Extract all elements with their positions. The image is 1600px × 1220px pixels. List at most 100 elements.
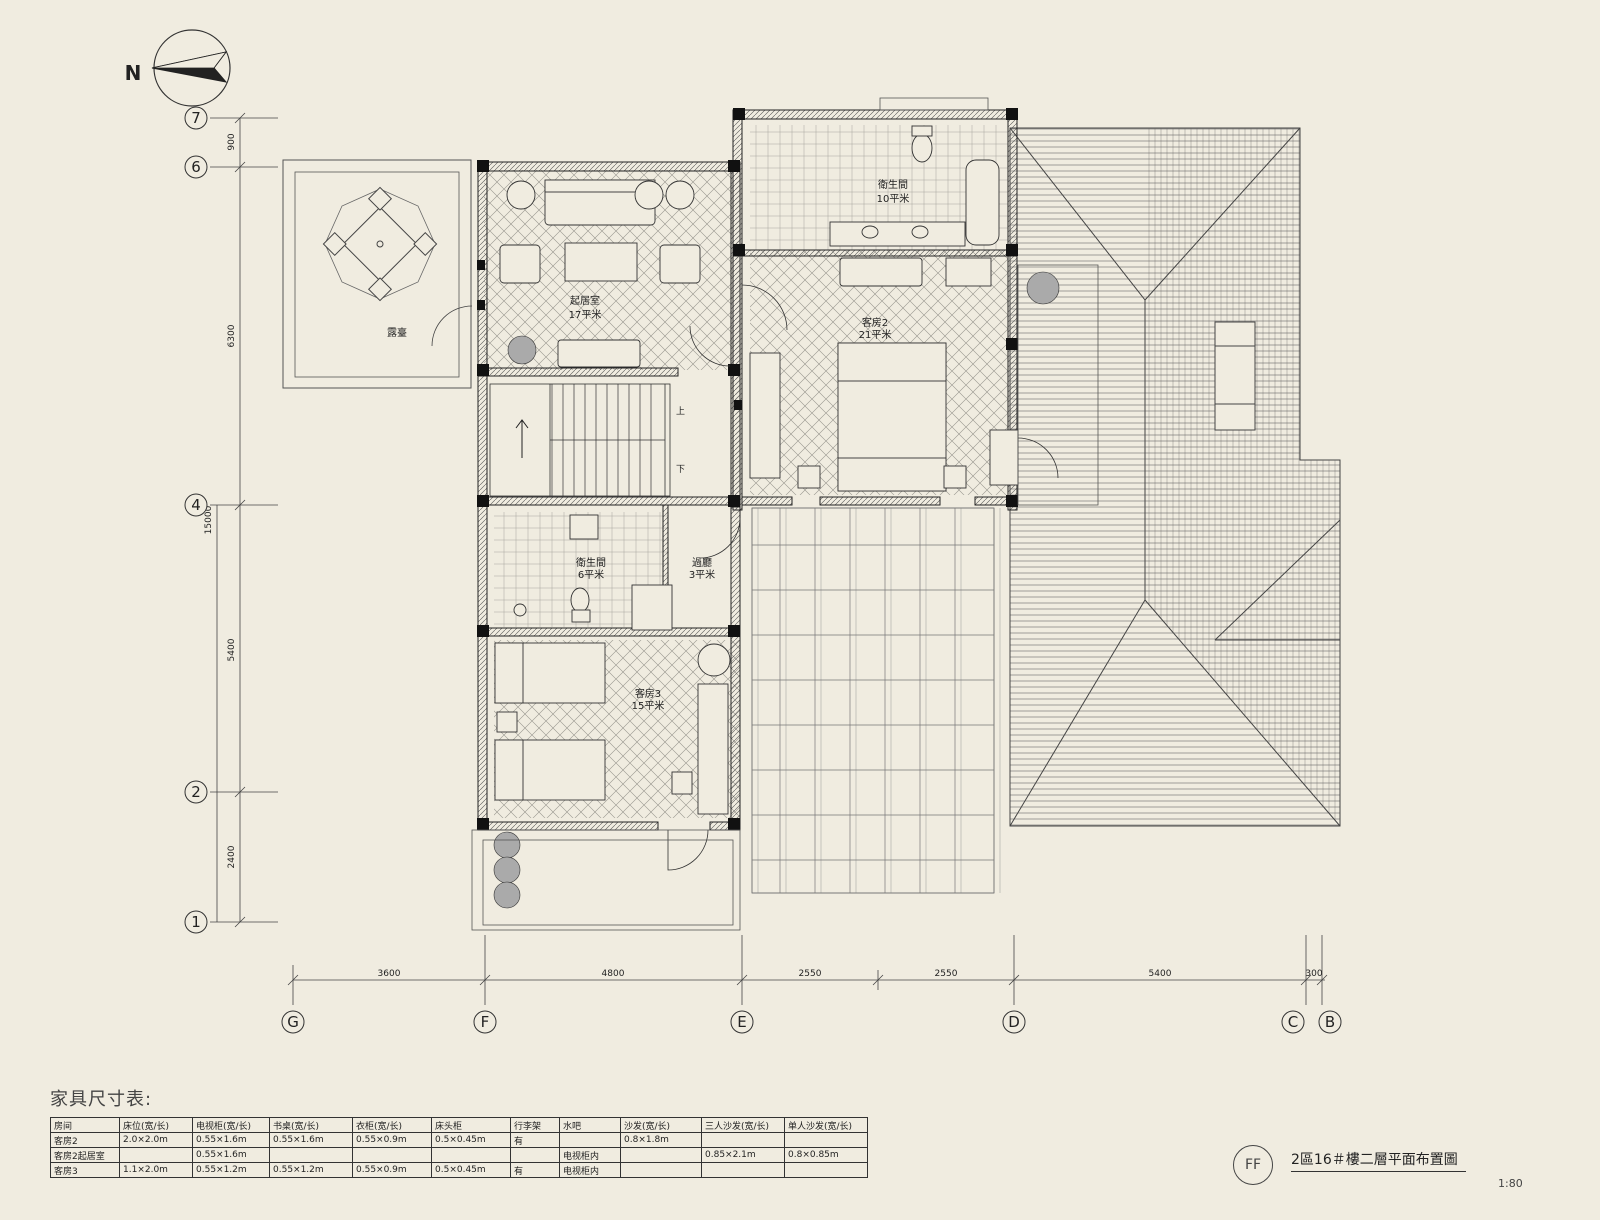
north-label: N bbox=[125, 61, 142, 85]
header-cell: 三人沙发(宽/长) bbox=[701, 1117, 785, 1133]
table-header-row: 房间 床位(宽/长) 电视柜(宽/长) 书桌(宽/长) 衣柜(宽/长) 床头柜 … bbox=[50, 1117, 868, 1133]
bath-small-name: 衛生間 bbox=[576, 556, 606, 569]
stair-up-label: 上 bbox=[676, 406, 685, 417]
table-cell bbox=[431, 1147, 511, 1163]
drawing-title: 2區16＃樓二層平面布置圖 bbox=[1291, 1149, 1466, 1172]
dim-left-15000: 15000 bbox=[204, 505, 214, 534]
table-cell: 0.55×1.2m bbox=[269, 1162, 353, 1178]
dim-left-6300: 6300 bbox=[227, 324, 237, 347]
dim-left-2400: 2400 bbox=[227, 845, 237, 868]
table-cell: 0.55×1.2m bbox=[192, 1162, 270, 1178]
patio-table bbox=[322, 186, 438, 302]
table-cell: 电视柜内 bbox=[559, 1147, 621, 1163]
table-cell: 0.55×1.6m bbox=[192, 1132, 270, 1148]
title-block: FF 2區16＃樓二層平面布置圖 1:80 bbox=[1233, 1145, 1533, 1215]
axis-F: F bbox=[481, 1013, 490, 1031]
roof bbox=[1009, 127, 1341, 827]
table-cell: 客房2 bbox=[50, 1132, 120, 1148]
staircase bbox=[489, 383, 671, 497]
bottom-axes: G F E D C B bbox=[281, 1010, 1342, 1034]
guest2-name: 客房2 bbox=[862, 316, 888, 329]
axis-2: 2 bbox=[191, 783, 201, 801]
table-cell: 0.55×1.6m bbox=[269, 1132, 353, 1148]
table-row: 客房3 1.1×2.0m 0.55×1.2m 0.55×1.2m 0.55×0.… bbox=[50, 1162, 868, 1178]
axis-D: D bbox=[1008, 1013, 1020, 1031]
bath-small-fixtures bbox=[513, 514, 673, 631]
table-cell: 0.8×0.85m bbox=[784, 1147, 868, 1163]
table-cell bbox=[352, 1147, 432, 1163]
living-furniture bbox=[499, 179, 701, 368]
header-cell: 床位(宽/长) bbox=[119, 1117, 193, 1133]
table-cell: 0.85×2.1m bbox=[701, 1147, 785, 1163]
drawing-code: FF bbox=[1233, 1145, 1273, 1185]
dim-bottom-2550b: 2550 bbox=[935, 969, 958, 979]
table-cell bbox=[510, 1147, 560, 1163]
table-cell bbox=[784, 1132, 868, 1148]
dim-left-5400: 5400 bbox=[227, 638, 237, 661]
axis-G: G bbox=[287, 1013, 299, 1031]
dim-bottom-3600: 3600 bbox=[378, 969, 401, 979]
header-cell: 床头柜 bbox=[431, 1117, 511, 1133]
corridor-name: 過廳 bbox=[692, 556, 712, 569]
bottom-dimensions bbox=[287, 935, 1328, 1005]
bath-small-area: 6平米 bbox=[578, 568, 604, 581]
bath-big-fixtures bbox=[829, 125, 1000, 287]
table-cell: 0.8×1.8m bbox=[620, 1132, 702, 1148]
furniture-table-block: 家具尺寸表: 房间 床位(宽/长) 电视柜(宽/长) 书桌(宽/长) 衣柜(宽/… bbox=[50, 1085, 868, 1178]
bath-big-name: 衛生間 bbox=[878, 178, 908, 191]
axis-1: 1 bbox=[191, 913, 201, 931]
table-cell: 有 bbox=[510, 1132, 560, 1148]
axis-6: 6 bbox=[191, 158, 201, 176]
table-cell: 客房3 bbox=[50, 1162, 120, 1178]
axis-E: E bbox=[737, 1013, 746, 1031]
header-cell: 单人沙发(宽/长) bbox=[784, 1117, 868, 1133]
table-cell: 电视柜内 bbox=[559, 1162, 621, 1178]
table-cell bbox=[784, 1162, 868, 1178]
pergola bbox=[751, 507, 995, 894]
table-cell: 1.1×2.0m bbox=[119, 1162, 193, 1178]
header-cell: 沙发(宽/长) bbox=[620, 1117, 702, 1133]
dim-bottom-4800: 4800 bbox=[602, 969, 625, 979]
room-labels: 起居室 17平米 衛生間 10平米 客房2 21平米 露臺 衛生間 6平米 過廳… bbox=[387, 178, 909, 712]
axis-4: 4 bbox=[191, 496, 201, 514]
header-cell: 书桌(宽/长) bbox=[269, 1117, 353, 1133]
guest2-area: 21平米 bbox=[859, 328, 892, 341]
table-cell: 2.0×2.0m bbox=[119, 1132, 193, 1148]
table-row: 客房2起居室 0.55×1.6m 电视柜内 0.85×2.1m 0.8×0.85… bbox=[50, 1147, 868, 1163]
terrace bbox=[282, 159, 473, 389]
header-cell: 衣柜(宽/长) bbox=[352, 1117, 432, 1133]
header-cell: 行李架 bbox=[510, 1117, 560, 1133]
guest3-name: 客房3 bbox=[635, 687, 661, 700]
guest3-area: 15平米 bbox=[632, 699, 665, 712]
table-cell: 0.55×1.6m bbox=[192, 1147, 270, 1163]
table-cell: 0.5×0.45m bbox=[431, 1132, 511, 1148]
table-cell bbox=[701, 1132, 785, 1148]
dim-bottom-300: 300 bbox=[1305, 969, 1322, 979]
header-cell: 水吧 bbox=[559, 1117, 621, 1133]
table-cell: 0.55×0.9m bbox=[352, 1132, 432, 1148]
header-cell: 房间 bbox=[50, 1117, 120, 1133]
guest3-furniture bbox=[494, 642, 731, 815]
table-row: 客房2 2.0×2.0m 0.55×1.6m 0.55×1.6m 0.55×0.… bbox=[50, 1132, 868, 1148]
dim-left-900: 900 bbox=[227, 133, 237, 150]
table-cell bbox=[559, 1132, 621, 1148]
table-cell: 有 bbox=[510, 1162, 560, 1178]
table-cell bbox=[620, 1162, 702, 1178]
table-cell: 0.55×0.9m bbox=[352, 1162, 432, 1178]
furniture-table-title: 家具尺寸表: bbox=[50, 1089, 153, 1110]
table-cell: 客房2起居室 bbox=[50, 1147, 120, 1163]
table-cell bbox=[269, 1147, 353, 1163]
table-cell: 0.5×0.45m bbox=[431, 1162, 511, 1178]
bottom-dim-labels: 3600 4800 2550 2550 5400 300 bbox=[378, 969, 1323, 979]
living-room-area: 17平米 bbox=[569, 308, 602, 321]
corridor-area: 3平米 bbox=[689, 568, 715, 581]
left-dim-labels: 900 6300 15000 5400 2400 bbox=[204, 133, 237, 868]
header-cell: 电视柜(宽/长) bbox=[192, 1117, 270, 1133]
left-axes: 7 6 4 2 1 bbox=[184, 106, 208, 934]
building: 上 下 bbox=[471, 97, 1099, 931]
table-cell bbox=[620, 1147, 702, 1163]
pergola-lines bbox=[751, 507, 1001, 894]
stair-down-label: 下 bbox=[676, 465, 685, 475]
compass: N bbox=[125, 29, 231, 107]
